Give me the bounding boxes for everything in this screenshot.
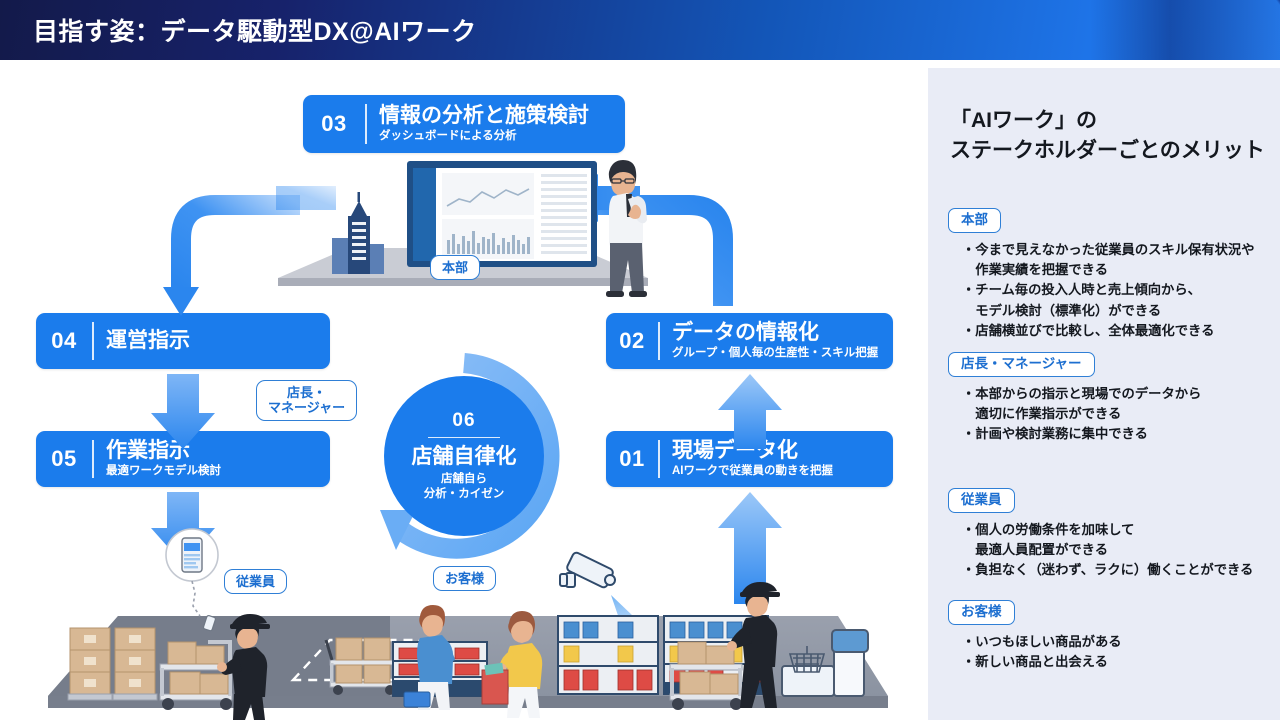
step-title-05: 作業指示 [106,438,190,462]
step-subtitle-03: ダッシュボードによる分析 [379,130,517,143]
step-divider [658,322,660,360]
arrow-02-to-03 [598,195,733,306]
sidebar-group-2: 従業員・個人の労働条件を加味して 最適人員配置ができる・負担なく（迷わず、ラクに… [948,488,1268,581]
center-number: 06 [452,410,476,432]
step-divider [658,440,660,478]
customer-shopper-walking [481,611,543,718]
step-divider [92,322,94,360]
sidebar-benefit-item: ・新しい商品と出会える [962,653,1108,669]
illustration-layer [48,160,888,720]
callout-honbu: 本部 [430,255,481,281]
step-box-04[interactable]: 04 運営指示 [36,313,330,369]
dashboard-monitor-icon [407,161,597,267]
callout-tencho: 店長・ マネージャー [256,380,358,421]
center-subtitle: 店舗自ら 分析・カイゼン [423,472,505,500]
checkout-register-icon [781,629,869,697]
step-divider [365,104,367,144]
center-title: 店舗自律化 [411,445,517,469]
shopper-at-shelf [417,605,455,710]
step-box-01[interactable]: 01 現場データ化 AIワークで従業員の動きを把握 [606,431,893,487]
callout-okyaku: お客様 [433,566,497,592]
worker-person-left [217,614,270,720]
slide-header: 目指す姿：データ駆動型DX@AIワーク [0,0,1280,60]
sidebar-group-list: ・本部からの指示と現場でのデータから 適切に作業指示ができる・計画や検討業務に集… [948,384,1268,445]
mobile-device-callout [165,528,219,632]
center-rule [428,437,500,439]
hq-analyst-person [606,160,647,297]
step-title-01: 現場データ化 [672,438,798,462]
step-title-03: 情報の分析と施策検討 [379,103,589,127]
step-number-02: 02 [619,328,645,353]
sidebar-group-chip: 本部 [948,208,1001,233]
page-title: 目指す姿：データ駆動型DX@AIワーク [33,18,477,46]
sidebar-group-chip: 従業員 [948,488,1015,513]
sidebar-benefit-item: ・計画や検討業務に集中できる [962,426,1148,442]
arrow-left-fade [276,186,336,210]
step-number-03: 03 [321,111,347,136]
sidebar-benefit-item: ・負担なく（迷わず、ラクに）働くことができる [962,562,1254,578]
sidebar-group-list: ・いつもほしい商品がある・新しい商品と出会える [948,632,1268,673]
center-cycle-core: 06 店舗自律化 店舗自ら 分析・カイゼン [384,376,544,536]
circular-arrow-icon [380,353,560,559]
sidebar-title: 「AIワーク」の ステークホルダーごとのメリット [950,109,1265,162]
step-subtitle-01: AIワークで従業員の動きを把握 [672,465,833,478]
step-title-02: データの情報化 [672,320,819,344]
arrow-floor-to-01 [718,492,782,604]
sidebar-group-1: 店長・マネージャー・本部からの指示と現場でのデータから 適切に作業指示ができる・… [948,352,1268,445]
arrow-03-to-04 [163,195,300,316]
security-camera-icon [559,551,616,589]
step-number-04: 04 [51,328,77,353]
step-subtitle-02: グループ・個人毎の生産性・スキル把握 [672,347,879,360]
step-subtitle-05: 最適ワークモデル検討 [106,465,221,478]
sidebar-benefit-item: ・チーム毎の投入人時と売上傾向から、 モデル検討（標準化）ができる [962,282,1201,318]
arrow-01-to-02 [718,374,782,449]
cycle-diagram: 03 情報の分析と施策検討 ダッシュボードによる分析 04 運営指示 05 作業… [0,68,928,720]
sidebar-group-chip: お客様 [948,600,1015,625]
center-cycle-badge[interactable]: 06 店舗自律化 店舗自ら 分析・カイゼン [358,350,570,562]
sidebar-group-0: 本部・今まで見えなかった従業員のスキル保有状況や 作業実績を把握できる・チーム毎… [948,208,1268,341]
dashed-staging-zone [290,637,422,695]
stakeholder-benefits-panel: 「AIワーク」の ステークホルダーごとのメリット 本部・今まで見えなかった従業員… [928,68,1280,720]
sidebar-benefit-item: ・個人の労働条件を加味して 最適人員配置ができる [962,521,1135,557]
step-title-04: 運営指示 [106,328,190,352]
step-box-02[interactable]: 02 データの情報化 グループ・個人毎の生産性・スキル把握 [606,313,893,369]
worker-pushing-cart-right [669,582,780,710]
worker-person-right [727,582,780,708]
step-number-05: 05 [51,446,77,471]
sidebar-group-3: お客様・いつもほしい商品がある・新しい商品と出会える [948,600,1268,672]
step-box-03[interactable]: 03 情報の分析と施策検討 ダッシュボードによる分析 [303,95,625,153]
worker-pushing-cart-left [159,528,270,720]
sidebar-group-list: ・個人の労働条件を加味して 最適人員配置ができる・負担なく（迷わず、ラクに）働く… [948,520,1268,581]
sidebar-benefit-item: ・本部からの指示と現場でのデータから 適切に作業指示ができる [962,385,1202,421]
step-divider [92,440,94,478]
sidebar-benefit-item: ・今まで見えなかった従業員のスキル保有状況や 作業実績を把握できる [962,241,1255,277]
header-swoosh-secondary [1090,0,1280,60]
sidebar-benefit-item: ・店舗横並びで比較し、全体最適化できる [962,322,1215,338]
callout-jugyoin: 従業員 [224,569,288,595]
sidebar-group-chip: 店長・マネージャー [948,352,1095,377]
shopping-bag [481,662,509,705]
sidebar-benefit-item: ・いつもほしい商品がある [962,633,1122,649]
arrow-04-to-05 [151,374,215,449]
office-building-icon [332,192,384,274]
product-shelf-center [557,615,659,695]
step-number-01: 01 [619,446,645,471]
sidebar-group-list: ・今まで見えなかった従業員のスキル保有状況や 作業実績を把握できる・チーム毎の投… [948,240,1268,342]
shopping-basket-icon [788,646,826,673]
store-shelf-with-shopper [392,605,488,710]
stacked-boxes-left [67,627,158,701]
